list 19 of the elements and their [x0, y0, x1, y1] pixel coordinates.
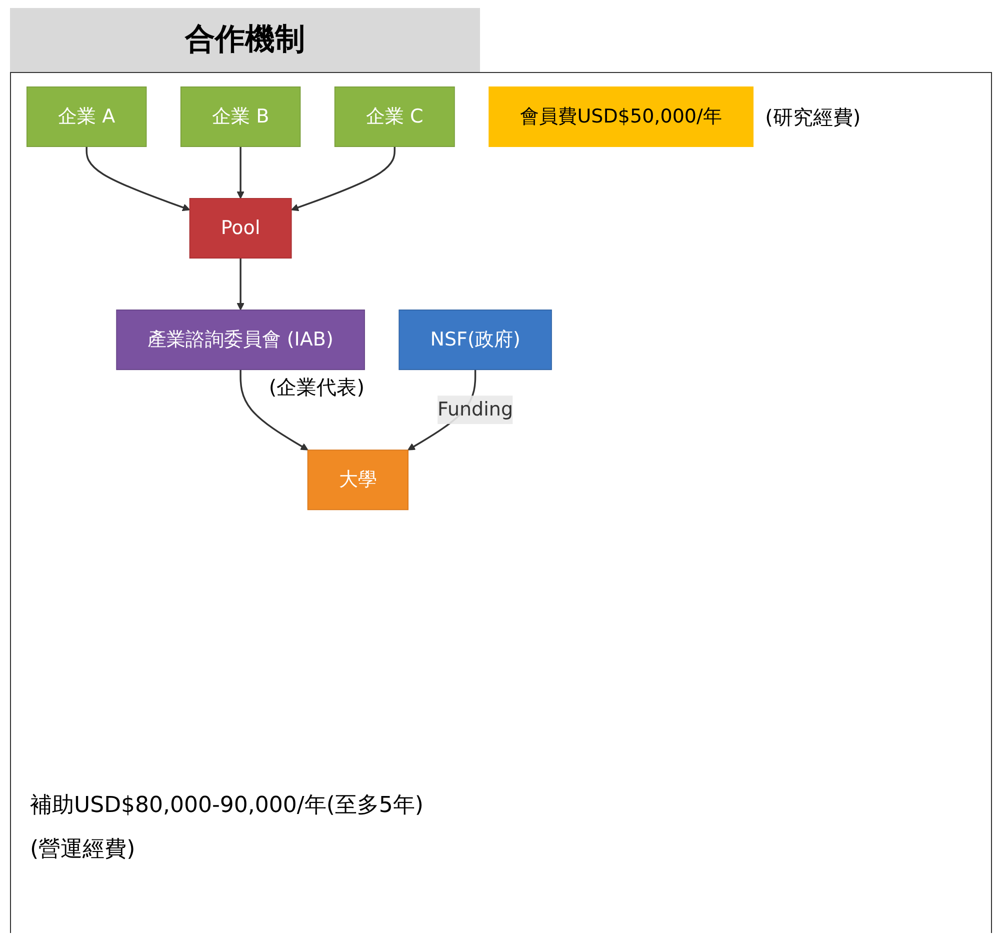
node-box: 大學 [307, 450, 408, 510]
side-note: (研究經費) [765, 104, 861, 131]
arrow [236, 146, 244, 199]
arrow [291, 146, 396, 212]
node-box: 企業 A [26, 86, 147, 147]
edge-label: Funding [438, 399, 514, 421]
arrow [240, 370, 308, 450]
node-box: 企業 C [334, 86, 455, 147]
node-box: Pool [189, 198, 292, 259]
note-text: 補助USD$80,000-90,000/年(至多5年) [30, 792, 424, 820]
node-box: NSF(政府) [398, 310, 552, 370]
node-box: 會員費USD$50,000/年 [488, 86, 754, 147]
node-box: 企業 B [180, 86, 301, 147]
side-note: (企業代表) [268, 374, 365, 401]
arrow [86, 146, 190, 212]
note-text: (營運經費) [30, 836, 136, 864]
title-tab: 合作機制 [10, 8, 480, 72]
arrow [236, 258, 244, 310]
node-box: 產業諮詢委員會 (IAB) [116, 310, 365, 370]
